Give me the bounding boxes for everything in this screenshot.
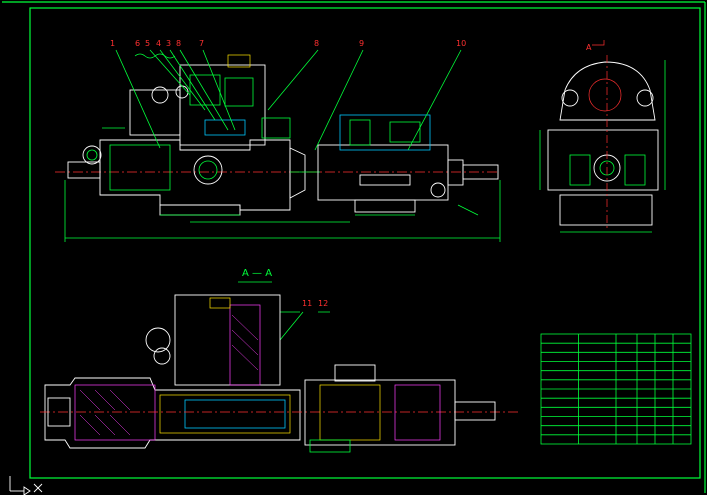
side-view: A [539,40,666,233]
ucs-icon [9,476,43,495]
part-label-8a: 8 [176,39,181,48]
part-label-5: 5 [145,39,150,48]
section-cylinder [44,377,301,449]
part-label-12: 12 [318,299,328,308]
coupling-cone [289,147,306,199]
center-port [193,155,223,185]
right-housing [317,144,449,201]
part-label-10: 10 [456,39,466,48]
section-label: A — A [242,268,272,279]
right-cover [339,114,431,151]
part-label-3: 3 [166,39,171,48]
side-base-housing [547,129,659,191]
part-number-labels: 1 6 5 4 3 8 7 8 9 10 11 12 [110,39,466,308]
front-view [55,54,501,242]
title-block [540,333,692,445]
part-label-9: 9 [359,39,364,48]
part-label-1: 1 [110,39,115,48]
section-valve-block [174,294,281,386]
part-label-6: 6 [135,39,140,48]
part-label-4: 4 [156,39,161,48]
part-label-8: 8 [314,39,319,48]
section-view: A — A [40,268,520,453]
main-body [99,139,291,211]
leader-lines [115,49,462,151]
part-label-7: 7 [199,39,204,48]
side-top-housing [559,61,656,121]
side-view-label: A [586,43,592,52]
output-shaft [462,164,499,180]
drawing-border [29,7,701,479]
left-boss [82,145,102,165]
part-label-11: 11 [302,299,312,308]
section-output-shaft [454,401,496,421]
